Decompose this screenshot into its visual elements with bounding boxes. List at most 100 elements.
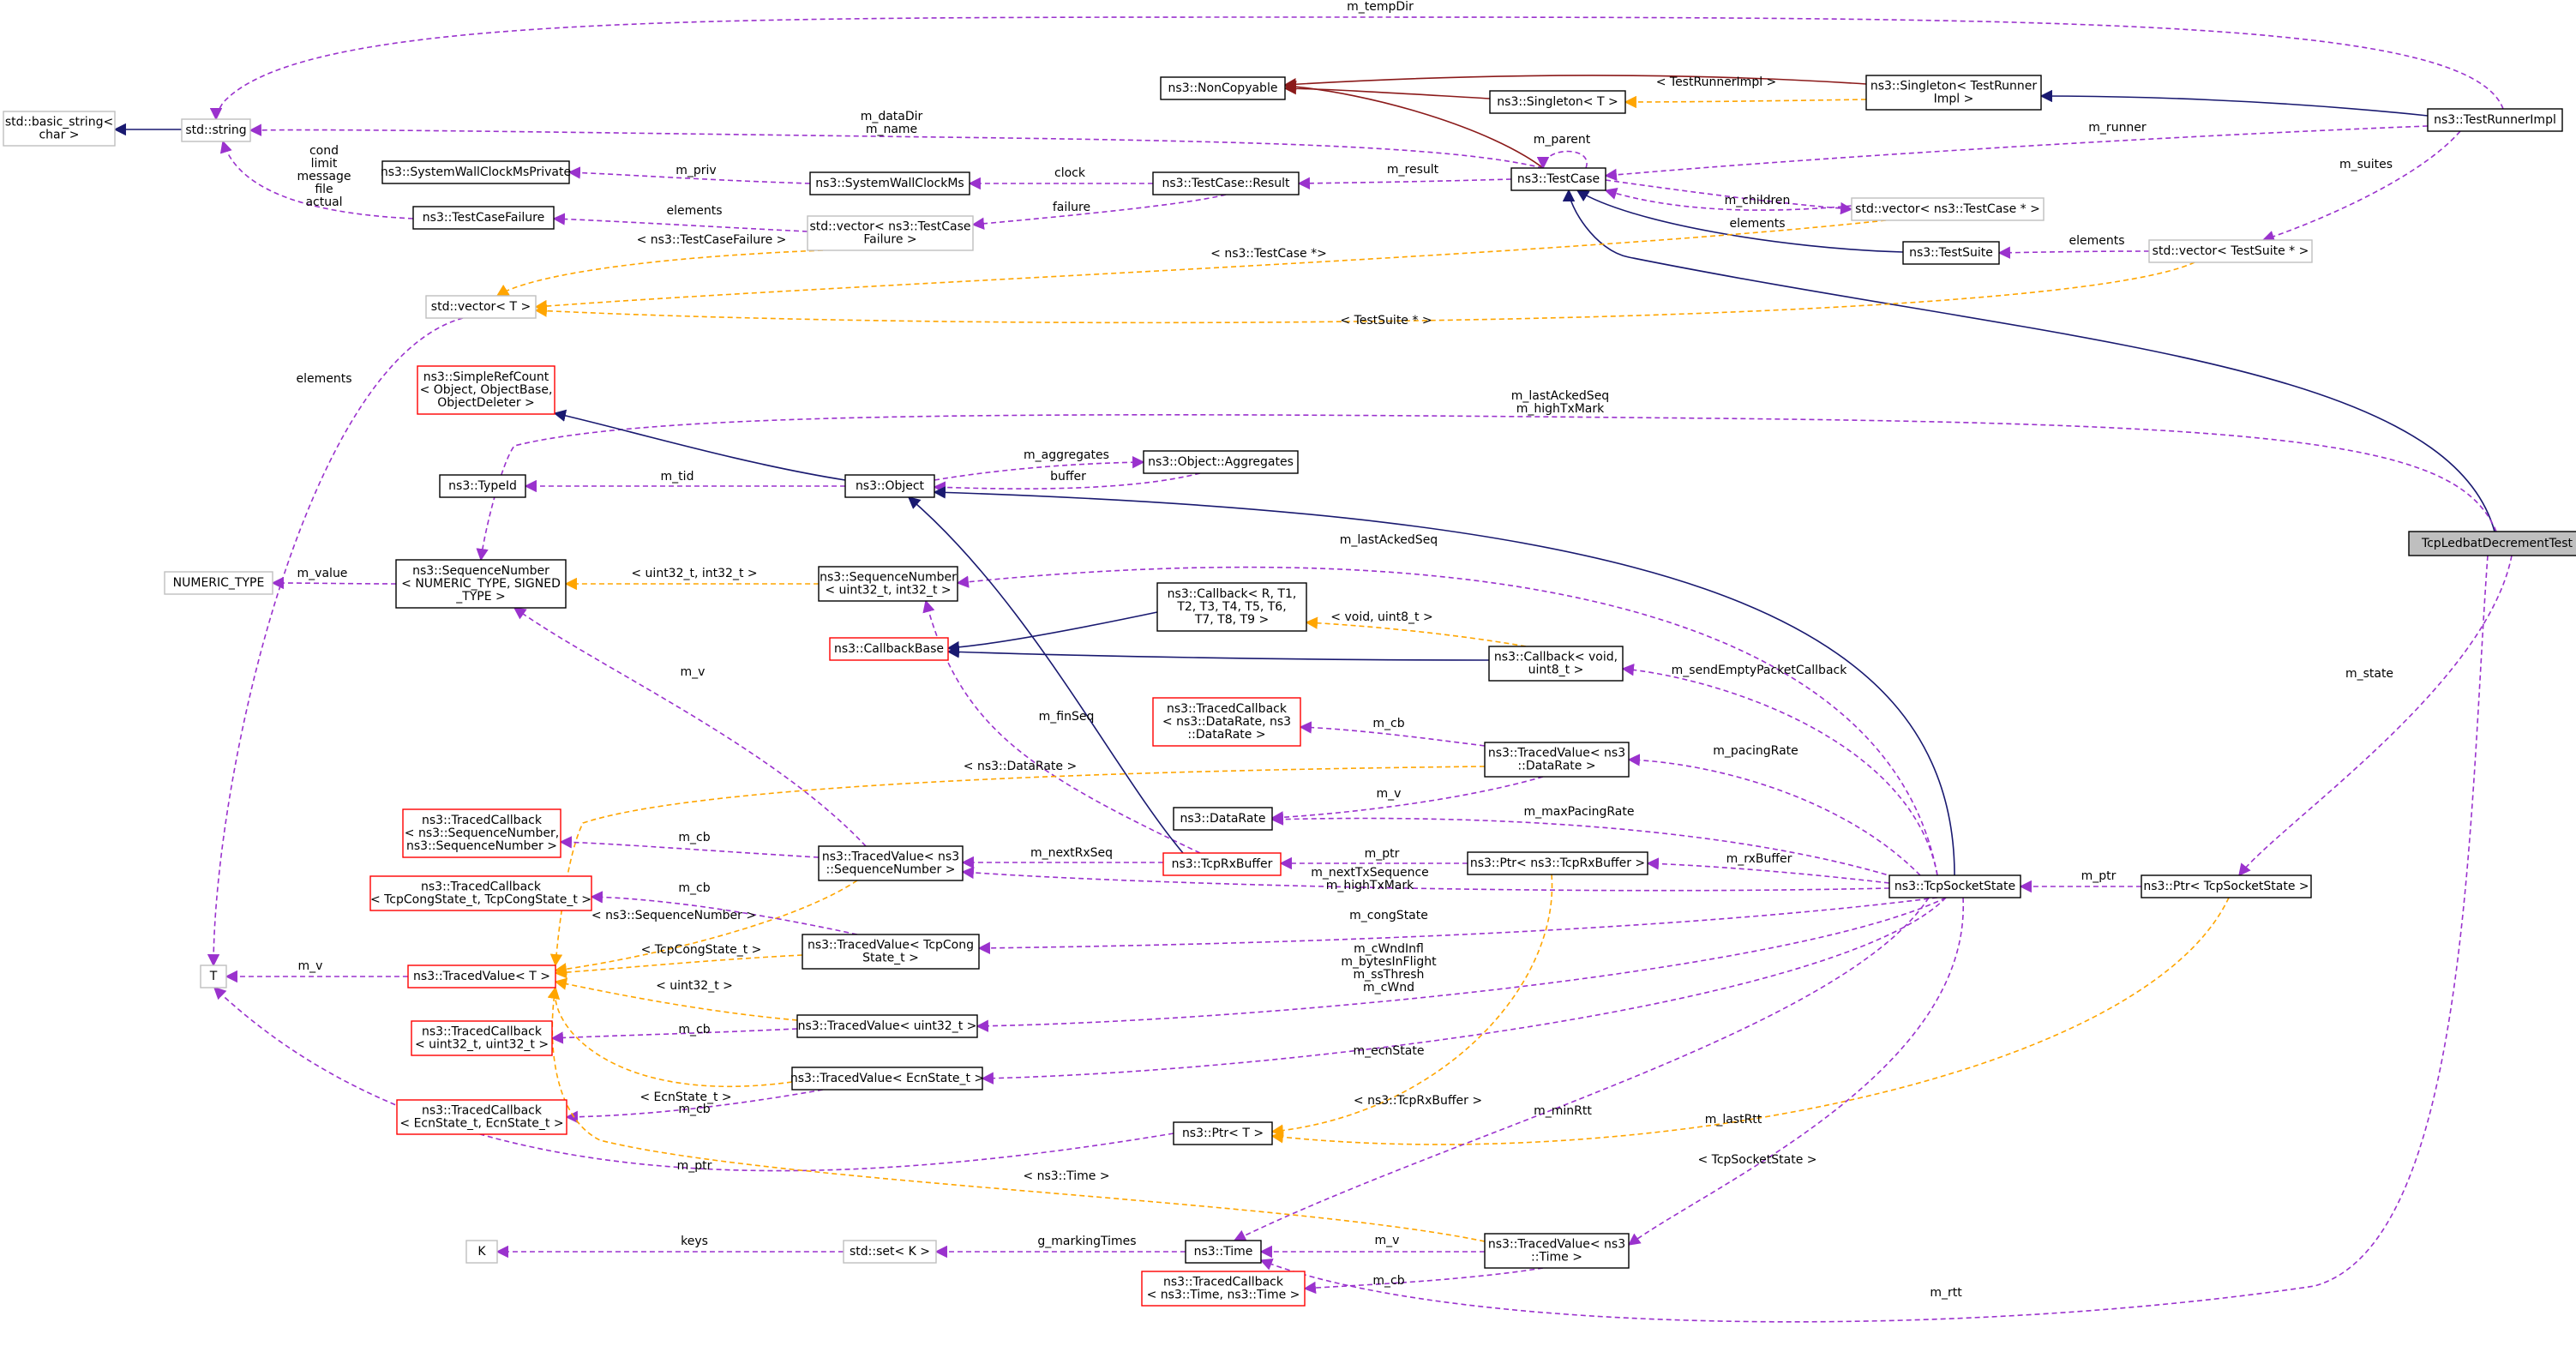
node-simplerefcount[interactable]: ns3::SimpleRefCount< Object, ObjectBase,… (417, 365, 555, 415)
node-callbackvoid[interactable]: ns3::Callback< void,uint8_t > (1488, 646, 1624, 682)
node-box (791, 1067, 983, 1091)
node-box (1156, 582, 1307, 632)
node-numerictype[interactable]: NUMERIC_TYPE (164, 571, 273, 595)
node-typeid[interactable]: ns3::TypeId (439, 474, 526, 498)
node-label: ns3::Object::Aggregates (1148, 455, 1294, 469)
node-tvdatarate[interactable]: ns3::TracedValue< ns3::DataRate > (1484, 742, 1630, 778)
node-ptrsocketstate[interactable]: ns3::Ptr< TcpSocketState > (2141, 874, 2312, 898)
e-ledbat-time-label: m_rtt (1930, 1286, 1962, 1300)
node-object[interactable]: ns3::Object (844, 474, 935, 498)
node-tracedvalueT[interactable]: ns3::TracedValue< T > (407, 964, 556, 988)
node-label: ns3::TracedCallback< uint32_t, uint32_t … (415, 1025, 549, 1052)
node-tccongstate[interactable]: ns3::TracedCallback< TcpCongState_t, Tcp… (369, 875, 592, 911)
node-testsuite[interactable]: ns3::TestSuite (1902, 241, 2000, 265)
e-socket-tvcong-label: m_congState (1349, 909, 1428, 922)
node-swcmsprivate[interactable]: ns3::SystemWallClockMsPrivate (381, 160, 571, 184)
node-tctime[interactable]: ns3::TracedCallback< ns3::Time, ns3::Tim… (1141, 1271, 1306, 1307)
e-tvuint-tcuint-edge (550, 1028, 798, 1044)
node-basicstring[interactable]: std::basic_string<char > (3, 111, 116, 147)
edges (113, 16, 2513, 1323)
node-swcms[interactable]: ns3::SystemWallClockMs (809, 171, 970, 195)
e-testcase-vectc-children-edge (1605, 179, 1853, 215)
node-label: ns3::Callback< void,uint8_t > (1494, 651, 1618, 677)
e-socket-object-edge (933, 486, 1955, 876)
node-tcpledbat[interactable]: TcpLedbatDecrementTest (2408, 531, 2576, 556)
e-vectc-vecT-label: < ns3::TestCase *> (1210, 247, 1327, 261)
node-label: ns3::TracedValue< ns3::SequenceNumber > (822, 850, 959, 877)
node-label: ns3::TracedCallback< EcnState_t, EcnStat… (399, 1104, 563, 1131)
node-time[interactable]: ns3::Time (1185, 1240, 1262, 1264)
node-tvseqnum[interactable]: ns3::TracedValue< ns3::SequenceNumber > (818, 845, 964, 881)
node-box (1865, 75, 2042, 111)
e-ptrrx-ptrT-edge (1270, 874, 1553, 1137)
e-socket-callbackvoid-edge (1621, 664, 1938, 876)
node-setK[interactable]: std::set< K > (843, 1240, 937, 1264)
e-tvdr-datarate-label: m_v (1377, 787, 1402, 801)
node-stdstring[interactable]: std::string (181, 118, 251, 142)
e-testcase-vectc-children-label: m_children (1725, 194, 1791, 207)
node-box (396, 1099, 567, 1135)
node-tcpsocketstate[interactable]: ns3::TcpSocketState (1888, 874, 2021, 898)
node-label: ns3::Ptr< T > (1182, 1127, 1264, 1140)
node-box (1902, 241, 2000, 265)
node-vectestsuite[interactable]: std::vector< TestSuite * > (2148, 239, 2313, 263)
node-callbackR[interactable]: ns3::Callback< R, T1,T2, T3, T4, T5, T6,… (1156, 582, 1307, 632)
node-testrunnerimpl[interactable]: ns3::TestRunnerImpl (2427, 108, 2563, 132)
e-tvuint-tvT-edge (554, 977, 798, 1021)
e-socket-ptrrx-edge (1646, 857, 1890, 884)
e-socket-tvtime-edge (1627, 897, 1964, 1246)
node-tcecnstate[interactable]: ns3::TracedCallback< EcnState_t, EcnStat… (396, 1099, 567, 1135)
node-K[interactable]: K (465, 1240, 498, 1264)
node-vectorT[interactable]: std::vector< T > (425, 295, 537, 319)
node-tvuint32[interactable]: ns3::TracedValue< uint32_t > (796, 1014, 978, 1038)
node-datarate[interactable]: ns3::DataRate (1173, 807, 1273, 831)
e-aggregates-object-edge (933, 472, 1201, 494)
node-tcresult[interactable]: ns3::TestCase::Result (1152, 171, 1300, 195)
node-tvtime[interactable]: ns3::TracedValue< ns3::Time > (1484, 1233, 1630, 1269)
e-tvseq-seqgen-edge (513, 607, 867, 847)
e-singTR-singT-edge (1624, 95, 1867, 109)
node-tcprxbuffer[interactable]: ns3::TcpRxBuffer (1162, 852, 1282, 876)
e-socket-seq32-label: m_lastAckedSeq (1340, 533, 1438, 547)
e-ledbat-testcase-edge (1562, 189, 2495, 532)
node-label: ns3::DataRate (1180, 812, 1265, 826)
node-tcseqnum[interactable]: ns3::TracedCallback< ns3::SequenceNumber… (402, 808, 561, 858)
node-label: ns3::TracedValue< ns3::Time > (1488, 1238, 1625, 1265)
node-testcase[interactable]: ns3::TestCase (1510, 167, 1606, 191)
e-tvecn-tvT-edge (547, 986, 793, 1087)
node-vectestcase[interactable]: std::vector< ns3::TestCase * > (1851, 197, 2045, 221)
e-socket-tvuint-edge (976, 897, 1947, 1032)
node-box (1173, 1121, 1273, 1145)
node-seqnum32[interactable]: ns3::SequenceNumber< uint32_t, int32_t > (818, 566, 958, 602)
e-testcase-result-label: m_result (1387, 163, 1439, 177)
node-label: ns3::TestCase (1517, 172, 1600, 186)
e-aggregates-object-label: buffer (1050, 470, 1086, 484)
node-label: ns3::TypeId (448, 479, 517, 493)
node-callbackbase[interactable]: ns3::CallbackBase (829, 637, 949, 661)
node-box (2141, 874, 2312, 898)
e-tvcong-tccong-label: m_cb (678, 881, 710, 895)
node-noncopyable[interactable]: ns3::NonCopyable (1160, 76, 1286, 100)
node-ptrT[interactable]: ns3::Ptr< T > (1173, 1121, 1273, 1145)
node-box (411, 1020, 553, 1056)
node-aggregates[interactable]: ns3::Object::Aggregates (1143, 450, 1299, 474)
node-tcfailure[interactable]: ns3::TestCaseFailure (412, 206, 555, 230)
node-T[interactable]: T (200, 964, 227, 988)
e-seqgen-numeric-edge (271, 576, 397, 590)
node-tcdatarate[interactable]: ns3::TracedCallback< ns3::DataRate, ns3:… (1152, 697, 1301, 747)
e-testcase-string-edge (249, 123, 1544, 169)
node-singletonT[interactable]: ns3::Singleton< T > (1489, 90, 1626, 114)
e-vecsuite-suite-edge (1997, 246, 2150, 259)
e-tvdr-tvT-label: < ns3::DataRate > (964, 760, 1077, 773)
node-seqnumgeneric[interactable]: ns3::SequenceNumber< NUMERIC_TYPE, SIGNE… (395, 559, 567, 609)
node-tcuint32[interactable]: ns3::TracedCallback< uint32_t, uint32_t … (411, 1020, 553, 1056)
node-ptrrxbuffer[interactable]: ns3::Ptr< ns3::TcpRxBuffer > (1467, 851, 1648, 875)
node-tvecnstate[interactable]: ns3::TracedValue< EcnState_t > (790, 1067, 984, 1091)
